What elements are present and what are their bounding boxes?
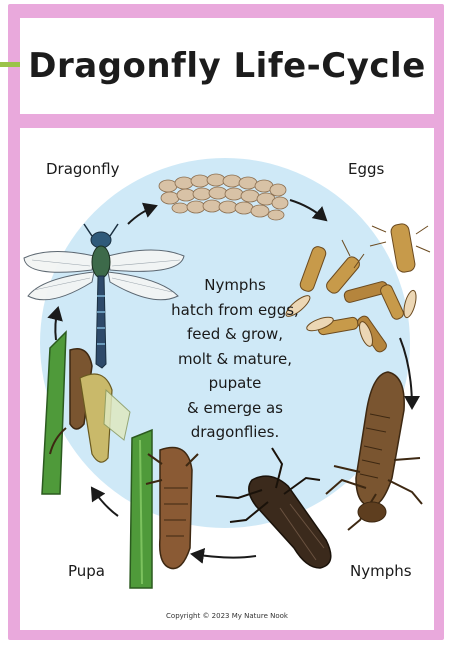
- stage-label-nymphs: Nymphs: [350, 562, 412, 580]
- stage-label-dragonfly: Dragonfly: [46, 160, 119, 178]
- green-accent-line: [0, 62, 22, 67]
- center-line: pupate: [150, 371, 320, 396]
- arrow-nymphs-to-pupa: [192, 554, 256, 558]
- center-line: hatch from eggs,: [150, 298, 320, 323]
- center-line: molt & mature,: [150, 347, 320, 372]
- center-line: dragonflies.: [150, 420, 320, 445]
- diagram-panel: Dragonfly Eggs Nymphs Pupa Nymphs hatch …: [20, 128, 434, 630]
- center-line: & emerge as: [150, 396, 320, 421]
- page-title: Dragonfly Life-Cycle: [20, 18, 434, 114]
- title-box: Dragonfly Life-Cycle: [20, 18, 434, 114]
- stage-label-eggs: Eggs: [348, 160, 384, 178]
- center-line: Nymphs: [150, 273, 320, 298]
- center-description: Nymphs hatch from eggs, feed & grow, mol…: [150, 273, 320, 445]
- arrow-pupa-to-emerging: [92, 488, 118, 516]
- copyright-notice: Copyright © 2023 My Nature Nook: [20, 612, 434, 620]
- center-line: feed & grow,: [150, 322, 320, 347]
- stage-label-pupa: Pupa: [68, 562, 105, 580]
